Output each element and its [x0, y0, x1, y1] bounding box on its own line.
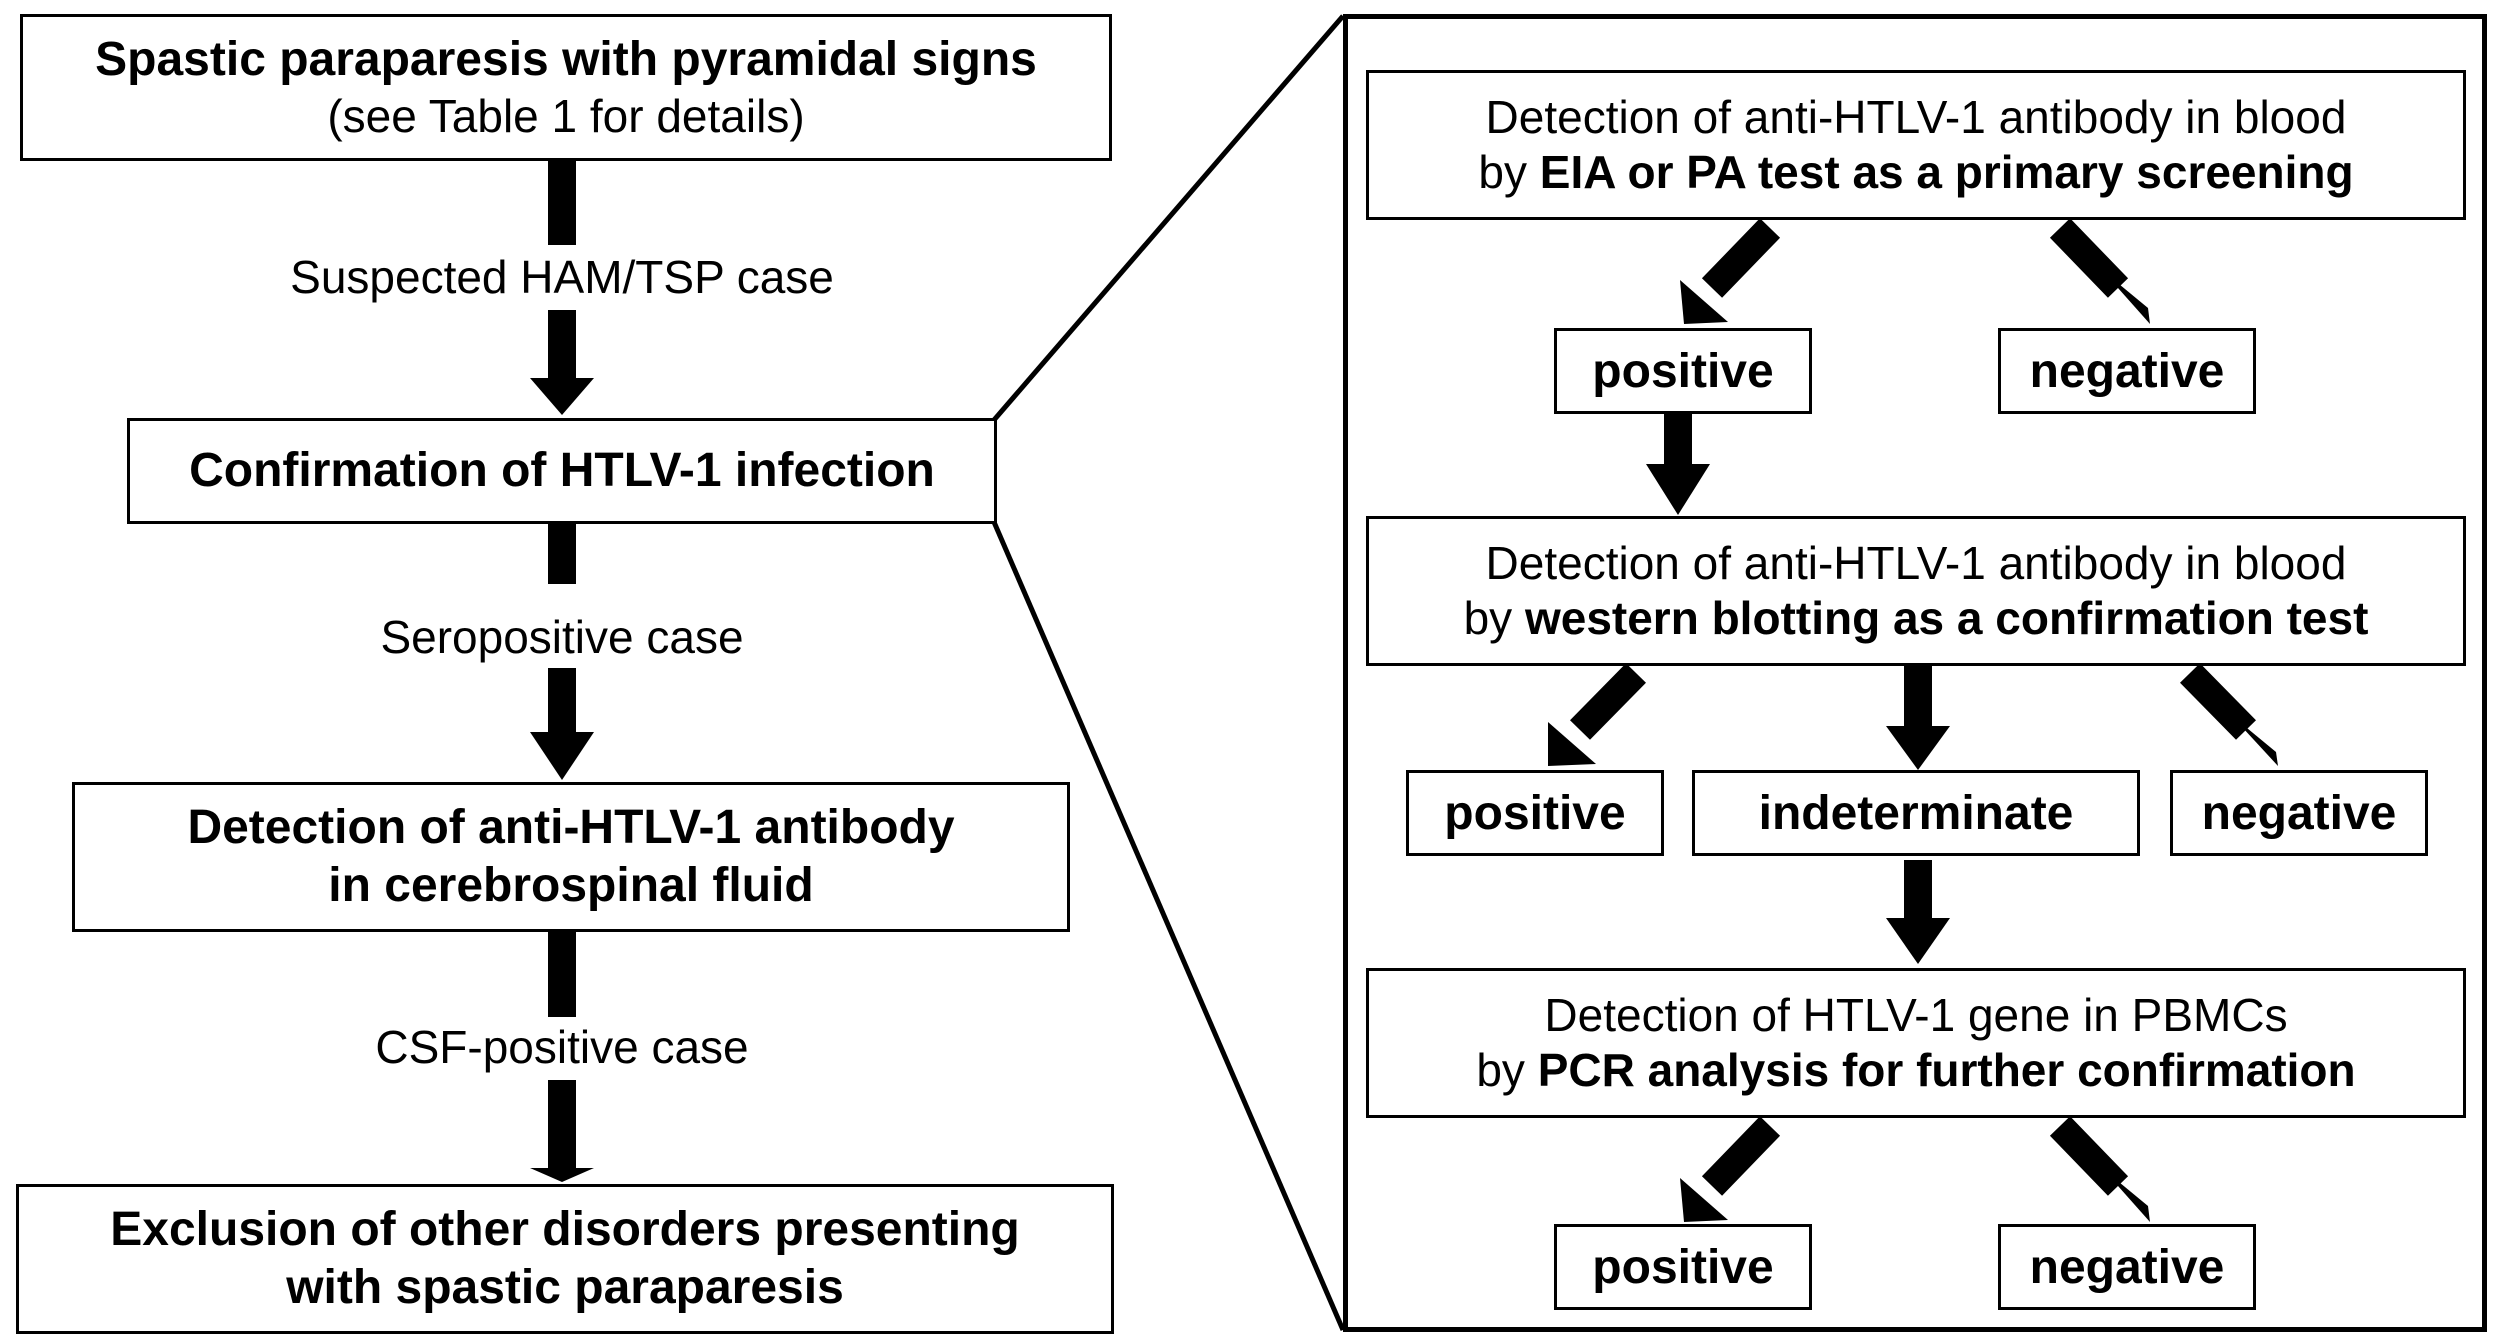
- left-arrow-1: [530, 160, 594, 415]
- arrow-positive-to-confirm: [1646, 412, 1710, 515]
- confirmation-positive: positive: [1406, 770, 1664, 856]
- arrow-screen-negative: [2049, 218, 2150, 324]
- screening-test-box: Detection of anti-HTLV-1 antibody in blo…: [1366, 70, 2466, 220]
- zoom-line-bottom: [991, 521, 1346, 1331]
- step-exclusion: Exclusion of other disorders presenting …: [16, 1184, 1114, 1334]
- arrow-pcr-positive: [1680, 1116, 1781, 1222]
- step1-line1: Spastic paraparesis with pyramidal signs: [95, 33, 1037, 87]
- arrow-screen-positive: [1680, 218, 1781, 324]
- step3-line1: Detection of anti-HTLV-1 antibody: [187, 801, 955, 855]
- confirmation-line2-bold: western blotting as a confirmation test: [1524, 592, 2369, 644]
- zoom-line-top: [992, 14, 1345, 422]
- step2-line1: Confirmation of HTLV-1 infection: [189, 444, 935, 498]
- label-seropositive-case: Seropositive case: [374, 608, 750, 668]
- confirmation-line2: by western blotting as a confirmation te…: [1464, 591, 2369, 646]
- screening-line1: Detection of anti-HTLV-1 antibody in blo…: [1485, 90, 2347, 143]
- step1-line2: (see Table 1 for details): [327, 89, 805, 142]
- detail-panel: [1343, 14, 2487, 1332]
- confirmation-indeterminate: indeterminate: [1692, 770, 2140, 856]
- step-spastic-paraparesis: Spastic paraparesis with pyramidal signs…: [20, 14, 1112, 161]
- pcr-line2: by PCR analysis for further confirmation: [1476, 1043, 2355, 1098]
- pcr-line1: Detection of HTLV-1 gene in PBMCs: [1544, 988, 2288, 1041]
- step4-line1: Exclusion of other disorders presenting: [110, 1203, 1020, 1257]
- pcr-test-box: Detection of HTLV-1 gene in PBMCs by PCR…: [1366, 968, 2466, 1118]
- arrow-confirm-indeterminate: [1886, 666, 1950, 770]
- arrow-confirm-negative: [2180, 663, 2278, 766]
- label-csf-positive-case: CSF-positive case: [369, 1018, 755, 1078]
- step3-line2: in cerebrospinal fluid: [328, 859, 814, 912]
- confirmation-line2-prefix: by: [1463, 592, 1525, 644]
- label-suspected-case: Suspected HAM/TSP case: [284, 248, 840, 308]
- screening-positive: positive: [1554, 328, 1812, 414]
- screening-line2: by EIA or PA test as a primary screening: [1478, 145, 2353, 200]
- arrow-pcr-negative: [2049, 1116, 2150, 1222]
- confirmation-test-box: Detection of anti-HTLV-1 antibody in blo…: [1366, 516, 2466, 666]
- screening-negative: negative: [1998, 328, 2256, 414]
- step-confirmation-htlv1: Confirmation of HTLV-1 infection: [127, 418, 997, 524]
- left-arrow-3: [530, 932, 594, 1182]
- pcr-line2-bold: PCR analysis for further confirmation: [1537, 1044, 2356, 1096]
- left-arrow-2: [530, 524, 594, 780]
- arrow-confirm-positive: [1548, 663, 1646, 766]
- arrow-indeterminate-to-pcr: [1886, 860, 1950, 964]
- step-detection-csf: Detection of anti-HTLV-1 antibody in cer…: [72, 782, 1070, 932]
- screening-line2-bold: EIA or PA test as a primary screening: [1539, 146, 2354, 198]
- screening-line2-prefix: by: [1478, 146, 1540, 198]
- confirmation-line1: Detection of anti-HTLV-1 antibody in blo…: [1485, 536, 2347, 589]
- pcr-negative: negative: [1998, 1224, 2256, 1310]
- confirmation-negative: negative: [2170, 770, 2428, 856]
- step4-line2: with spastic paraparesis: [286, 1261, 844, 1314]
- pcr-line2-prefix: by: [1476, 1044, 1538, 1096]
- pcr-positive: positive: [1554, 1224, 1812, 1310]
